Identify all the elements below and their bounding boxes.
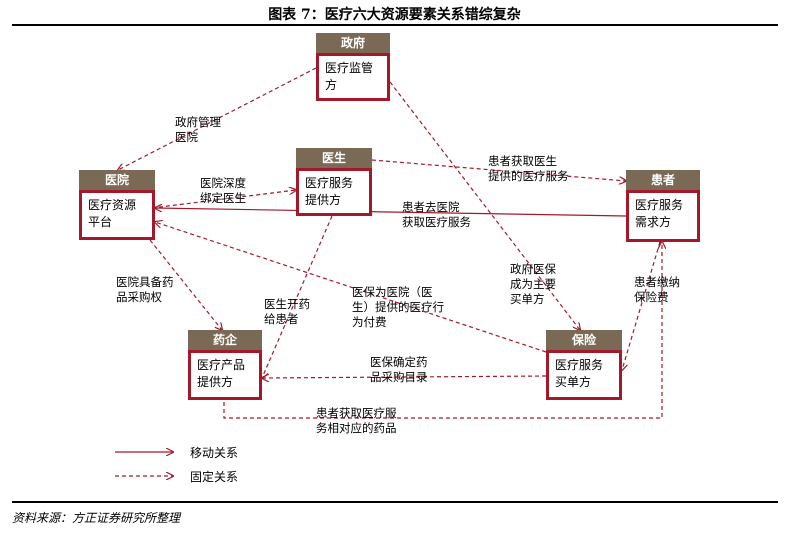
node-hospital-header: 医院 bbox=[79, 170, 155, 190]
link-patient-hospital bbox=[155, 208, 627, 217]
legend-dashed-label: 固定关系 bbox=[190, 470, 239, 484]
link-hospital-doctor bbox=[152, 190, 296, 208]
node-insurance: 保险 医疗服务 买单方 bbox=[546, 330, 622, 400]
node-insurance-header: 保险 bbox=[546, 330, 622, 350]
figure-title: 图表 7：医疗六大资源要素关系错综复杂 bbox=[268, 7, 521, 23]
label-insurance-hospital: 医保为医院（医 生）提供的医疗行 为付费 bbox=[352, 285, 444, 329]
label-patient-hospital: 患者去医院 获取医疗服务 bbox=[402, 200, 471, 229]
node-pharma-header: 药企 bbox=[188, 330, 262, 350]
node-patient-header: 患者 bbox=[626, 170, 700, 190]
node-government-header: 政府 bbox=[316, 33, 390, 53]
node-doctor: 医生 医疗服务 提供方 bbox=[296, 148, 372, 216]
source-note: 资料来源：方正证券研究所整理 bbox=[12, 511, 181, 525]
bottom-rule bbox=[12, 501, 778, 503]
label-hospital-pharma: 医院具备药 品采购权 bbox=[116, 275, 174, 304]
node-government: 政府 医疗监管 方 bbox=[316, 33, 390, 101]
node-government-body: 医疗监管 方 bbox=[316, 53, 390, 101]
link-patient-insurance bbox=[622, 242, 660, 370]
node-hospital-body: 医疗资源 平台 bbox=[79, 190, 155, 240]
node-pharma: 药企 医疗产品 提供方 bbox=[188, 330, 262, 400]
link-insurance-hospital bbox=[155, 222, 547, 353]
link-gov-insurance bbox=[389, 81, 580, 330]
node-doctor-body: 医疗服务 提供方 bbox=[296, 168, 372, 216]
link-doctor-patient bbox=[371, 159, 626, 181]
top-rule bbox=[12, 24, 778, 26]
label-doctor-patient: 患者获取医生 提供的医疗服务 bbox=[488, 154, 569, 183]
legend-solid-label: 移动关系 bbox=[190, 446, 239, 460]
link-doctor-pharma bbox=[262, 215, 333, 378]
node-pharma-body: 医疗产品 提供方 bbox=[188, 350, 262, 400]
link-gov-hospital bbox=[118, 67, 317, 170]
label-gov-insurance: 政府医保 成为主要 买单方 bbox=[510, 262, 556, 306]
node-doctor-header: 医生 bbox=[296, 148, 372, 168]
node-insurance-body: 医疗服务 买单方 bbox=[546, 350, 622, 400]
link-pharma-patient bbox=[223, 242, 662, 419]
link-insurance-pharma bbox=[262, 376, 547, 378]
node-patient: 患者 医疗服务 需求方 bbox=[626, 170, 700, 242]
label-doctor-pharma: 医生开药 给患者 bbox=[264, 297, 310, 326]
label-insurance-pharma: 医保确定药 品采购目录 bbox=[370, 355, 428, 384]
node-patient-body: 医疗服务 需求方 bbox=[626, 190, 700, 242]
node-hospital: 医院 医疗资源 平台 bbox=[79, 170, 155, 240]
label-hospital-doctor: 医院深度 绑定医生 bbox=[200, 176, 246, 205]
label-patient-insurance: 患者缴纳 保险费 bbox=[634, 275, 680, 304]
link-hospital-pharma bbox=[149, 239, 222, 330]
label-gov-hospital: 政府管理 医院 bbox=[175, 115, 221, 144]
label-pharma-patient: 患者获取医疗服 务相对应的药品 bbox=[316, 406, 397, 435]
